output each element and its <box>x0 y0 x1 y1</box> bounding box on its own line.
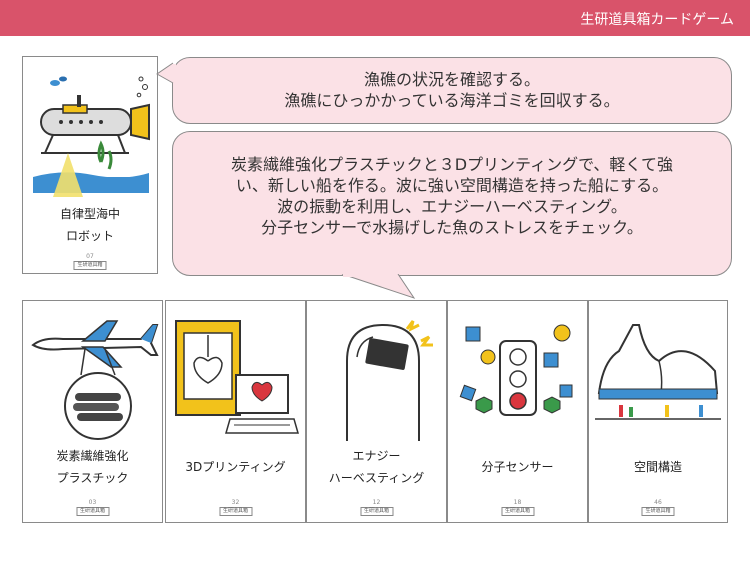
card-carbon-fiber-tag: 生研道具箱 <box>75 507 110 516</box>
card-energy-harvesting[interactable]: エナジー ハーベスティング 12 生研道具箱 <box>306 300 447 523</box>
bubble-bottom-tail <box>341 274 416 299</box>
card-carbon-fiber[interactable]: 炭素繊維強化 プラスチック 03 生研道具箱 <box>22 300 163 523</box>
bubble-bottom-line2: い、新しい船を作る。波に強い空間構造を持った船にする。 <box>235 176 669 195</box>
underwater-robot-icon <box>33 76 150 197</box>
card-energy-harvesting-number: 12 <box>372 499 381 506</box>
card-energy-harvesting-name-line1: エナジー <box>352 449 401 463</box>
card-3d-printing-number: 32 <box>231 499 240 506</box>
card-carbon-fiber-name-line2: プラスチック <box>56 471 129 485</box>
main-card-name-line2: ロボット <box>65 229 114 243</box>
card-spatial-structure-name-line1: 空間構造 <box>633 460 682 474</box>
3d-printer-heart-icon <box>175 320 299 434</box>
main-card-name-line1: 自律型海中 <box>59 207 120 221</box>
main-card-tag: 生研道具箱 <box>73 261 107 270</box>
card-molecular-sensor-name-line1: 分子センサー <box>481 460 554 474</box>
card-3d-printing[interactable]: 3Dプリンティング 32 生研道具箱 <box>165 300 306 523</box>
card-energy-harvesting-tag: 生研道具箱 <box>359 507 394 516</box>
card-molecular-sensor-tag: 生研道具箱 <box>500 507 535 516</box>
card-molecular-sensor[interactable]: 分子センサー 18 生研道具箱 <box>447 300 588 523</box>
card-spatial-structure-number: 46 <box>654 499 662 506</box>
card-energy-harvesting-name-line2: ハーベスティング <box>328 471 425 485</box>
card-spatial-structure-tag: 生研道具箱 <box>641 507 675 516</box>
bubble-top-line2: 漁礁にひっかかっている海洋ゴミを回収する。 <box>284 91 620 110</box>
main-card-number: 07 <box>86 253 94 260</box>
card-3d-printing-name-line1: 3Dプリンティング <box>185 460 286 474</box>
bubble-bottom-line4: 分子センサーで水揚げした魚のストレスをチェック。 <box>261 218 643 237</box>
card-spatial-structure[interactable]: 空間構造 46 生研道具箱 <box>588 300 728 523</box>
bubble-bottom-line3: 波の振動を利用し、エナジーハーベスティング。 <box>277 197 627 216</box>
card-molecular-sensor-number: 18 <box>513 499 522 506</box>
header-title: 生研道具箱カードゲーム <box>580 12 734 28</box>
card-3d-printing-tag: 生研道具箱 <box>218 507 253 516</box>
finger-chip-icon <box>346 320 433 441</box>
card-carbon-fiber-name-line1: 炭素繊維強化 <box>56 449 129 463</box>
bubble-top-tail <box>156 62 176 84</box>
card-carbon-fiber-number: 03 <box>88 499 97 506</box>
speech-bubble-top: 漁礁の状況を確認する。 漁礁にひっかかっている海洋ゴミを回収する。 <box>172 57 732 124</box>
speech-bubble-bottom: 炭素繊維強化プラスチックと３Dプリンティングで、軽くて強 い、新しい船を作る。波… <box>172 131 732 276</box>
main-card[interactable]: 自律型海中 ロボット 07 生研道具箱 <box>22 56 158 274</box>
header-bar: 生研道具箱カードゲーム <box>0 0 750 36</box>
molecule-traffic-light-icon <box>459 324 573 416</box>
dome-structure-icon <box>595 324 721 420</box>
bubble-bottom-line1: 炭素繊維強化プラスチックと３Dプリンティングで、軽くて強 <box>231 155 673 174</box>
bubble-top-line1: 漁礁の状況を確認する。 <box>363 70 540 89</box>
airplane-carbon-fiber-icon <box>31 320 159 440</box>
